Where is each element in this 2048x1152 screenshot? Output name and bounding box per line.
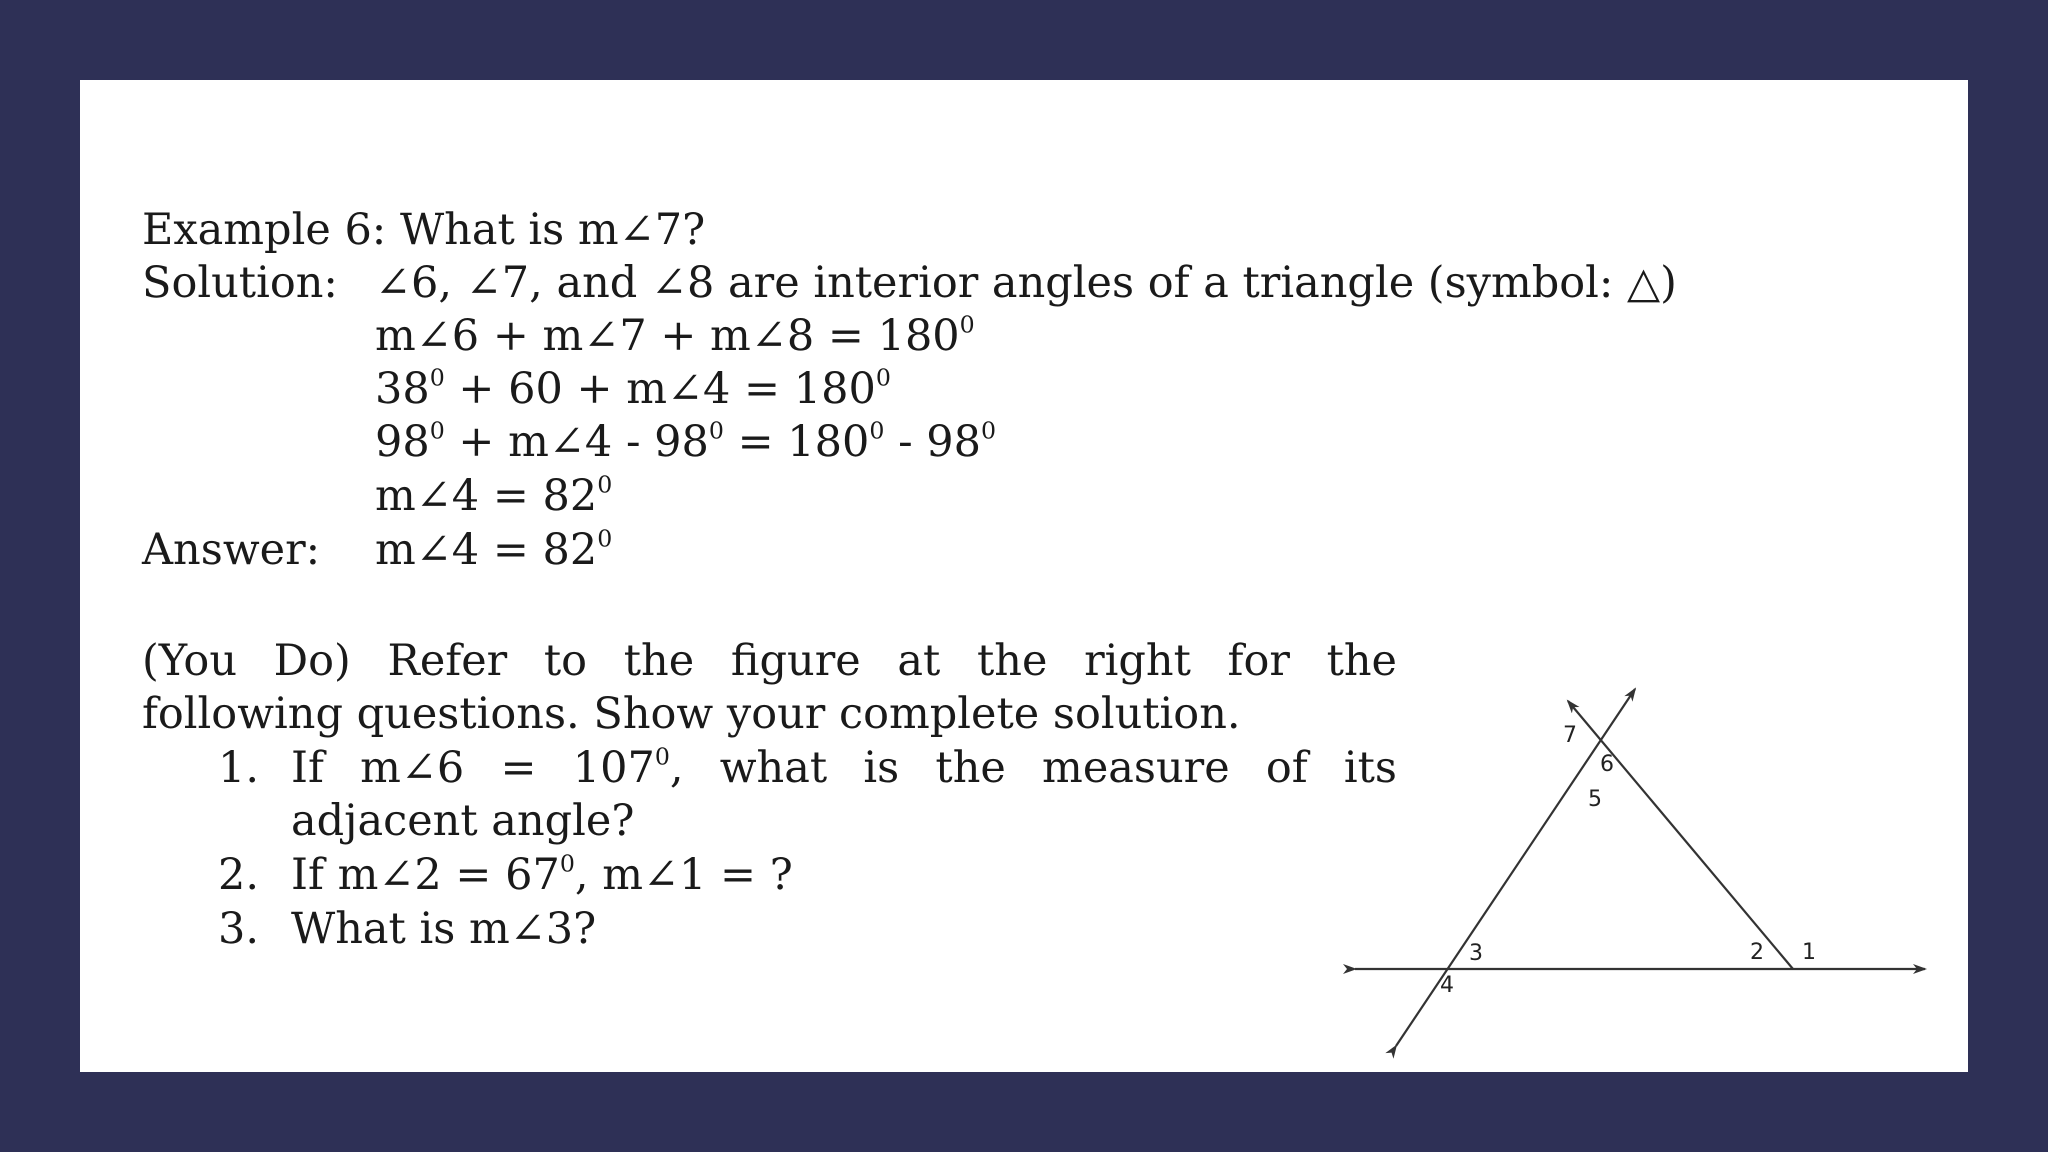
- equation-3: 980 + m∠4 - 980 = 1800 - 980: [375, 416, 997, 467]
- question-1-text-continued: adjacent angle?: [291, 796, 635, 846]
- answer-value: m∠4 = 820: [375, 524, 613, 575]
- question-2-text: If m∠2 = 670, m∠1 = ?: [291, 849, 793, 900]
- equation-1: m∠6 + m∠7 + m∠8 = 1800: [375, 310, 975, 361]
- angle-label-6: 6: [1600, 752, 1614, 777]
- angle-label-3: 3: [1469, 941, 1483, 966]
- angle-label-2: 2: [1750, 940, 1764, 965]
- answer-label: Answer:: [142, 525, 321, 575]
- equation-2: 380 + 60 + m∠4 = 1800: [375, 363, 891, 414]
- transversal-line-right: [1566, 699, 1794, 970]
- question-2-number: 2.: [218, 850, 260, 900]
- triangle-figure: 7 6 5 3 4 2 1: [1343, 687, 1927, 1059]
- question-1-number: 1.: [218, 743, 260, 793]
- example-title: Example 6: What is m∠7?: [142, 205, 706, 255]
- solution-statement: ∠6, ∠7, and ∠8 are interior angles of a …: [375, 258, 1677, 308]
- angle-label-1: 1: [1802, 940, 1816, 965]
- question-3-text: What is m∠3?: [291, 904, 597, 954]
- question-1-text: If m∠6 = 1070, what is the measure of it…: [291, 742, 1397, 793]
- question-3-number: 3.: [218, 904, 260, 954]
- you-do-intro-line-2: following questions. Show your complete …: [142, 689, 1241, 739]
- angle-label-4: 4: [1440, 973, 1454, 998]
- equation-4: m∠4 = 820: [375, 470, 613, 521]
- angle-label-5: 5: [1588, 787, 1602, 812]
- slide: Example 6: What is m∠7? Solution: ∠6, ∠7…: [80, 80, 1968, 1072]
- solution-label: Solution:: [142, 258, 338, 308]
- transversal-line-left: [1385, 687, 1637, 1059]
- you-do-intro-line-1: (You Do) Refer to the figure at the righ…: [142, 636, 1397, 686]
- angle-label-7: 7: [1563, 723, 1577, 748]
